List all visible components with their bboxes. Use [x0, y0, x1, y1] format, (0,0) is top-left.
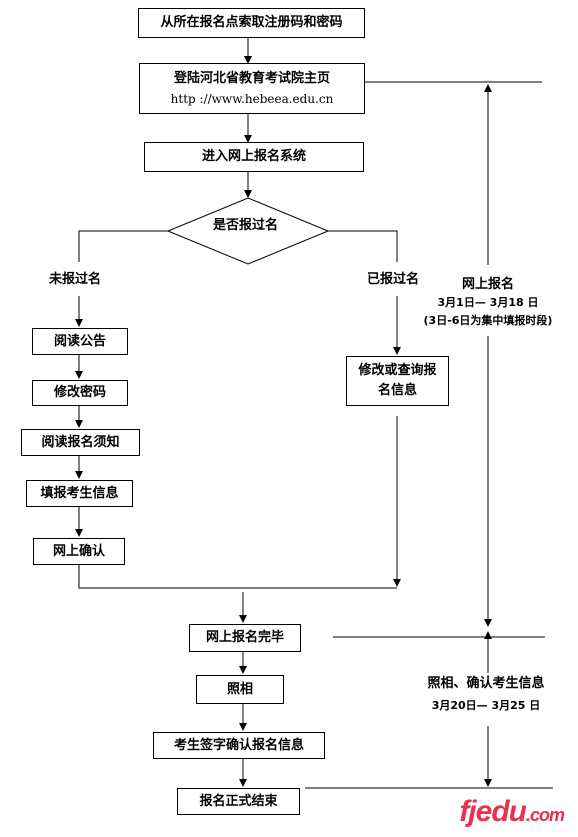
fjedu-watermark-logo: fjedu.com	[459, 795, 565, 829]
login-homepage-box: 登陆河北省教育考试院主页 http ://www.hebeea.edu.cn	[139, 63, 365, 114]
watermark-domain: .com	[525, 805, 565, 825]
change-password-box: 修改密码	[32, 380, 128, 406]
modify-query-box: 修改或查询报 名信息	[346, 356, 449, 406]
enter-system-box: 进入网上报名系统	[144, 142, 364, 172]
branch-registered: 已报过名	[367, 272, 420, 287]
watermark-brand: fjedu	[459, 795, 527, 828]
read-notice-box: 阅读公告	[32, 328, 128, 355]
online-done-box: 网上报名完毕	[189, 624, 301, 652]
photo-box: 照相	[196, 675, 284, 704]
timeline-online-dates: 3月1日— 3月18 日	[437, 296, 539, 309]
online-confirm-box: 网上确认	[33, 538, 125, 565]
decision-diamond	[166, 197, 330, 265]
timeline-photo-dates: 3月20日— 3月25 日	[431, 699, 541, 712]
fill-info-box: 填报考生信息	[26, 480, 133, 507]
timeline-online-title: 网上报名	[461, 277, 514, 292]
branch-right-line	[328, 230, 398, 262]
branch-left-line	[78, 230, 168, 262]
timeline-online-label: 网上报名 3月1日— 3月18 日 (3日-6日为集中填报时段)	[400, 276, 576, 330]
decision-label: 是否报过名	[213, 218, 279, 233]
left-merge-line	[78, 565, 397, 589]
obtain-code-box: 从所在报名点索取注册码和密码	[138, 8, 365, 38]
timeline-photo-title: 照相、确认考生信息	[427, 676, 545, 691]
login-url: http ://www.hebeea.edu.cn	[170, 91, 334, 106]
modify-query-line1: 修改或查询报	[358, 363, 437, 378]
read-instructions-box: 阅读报名须知	[21, 429, 140, 456]
timeline-photo-label: 照相、确认考生信息 3月20日— 3月25 日	[398, 675, 574, 715]
branch-not-registered: 未报过名	[49, 272, 102, 287]
finish-box: 报名正式结束	[177, 788, 300, 815]
timeline-online-note: (3日-6日为集中填报时段)	[423, 314, 553, 327]
login-title: 登陆河北省教育考试院主页	[173, 70, 330, 86]
sign-confirm-box: 考生签字确认报名信息	[153, 732, 325, 759]
modify-query-line2: 名信息	[377, 383, 417, 398]
